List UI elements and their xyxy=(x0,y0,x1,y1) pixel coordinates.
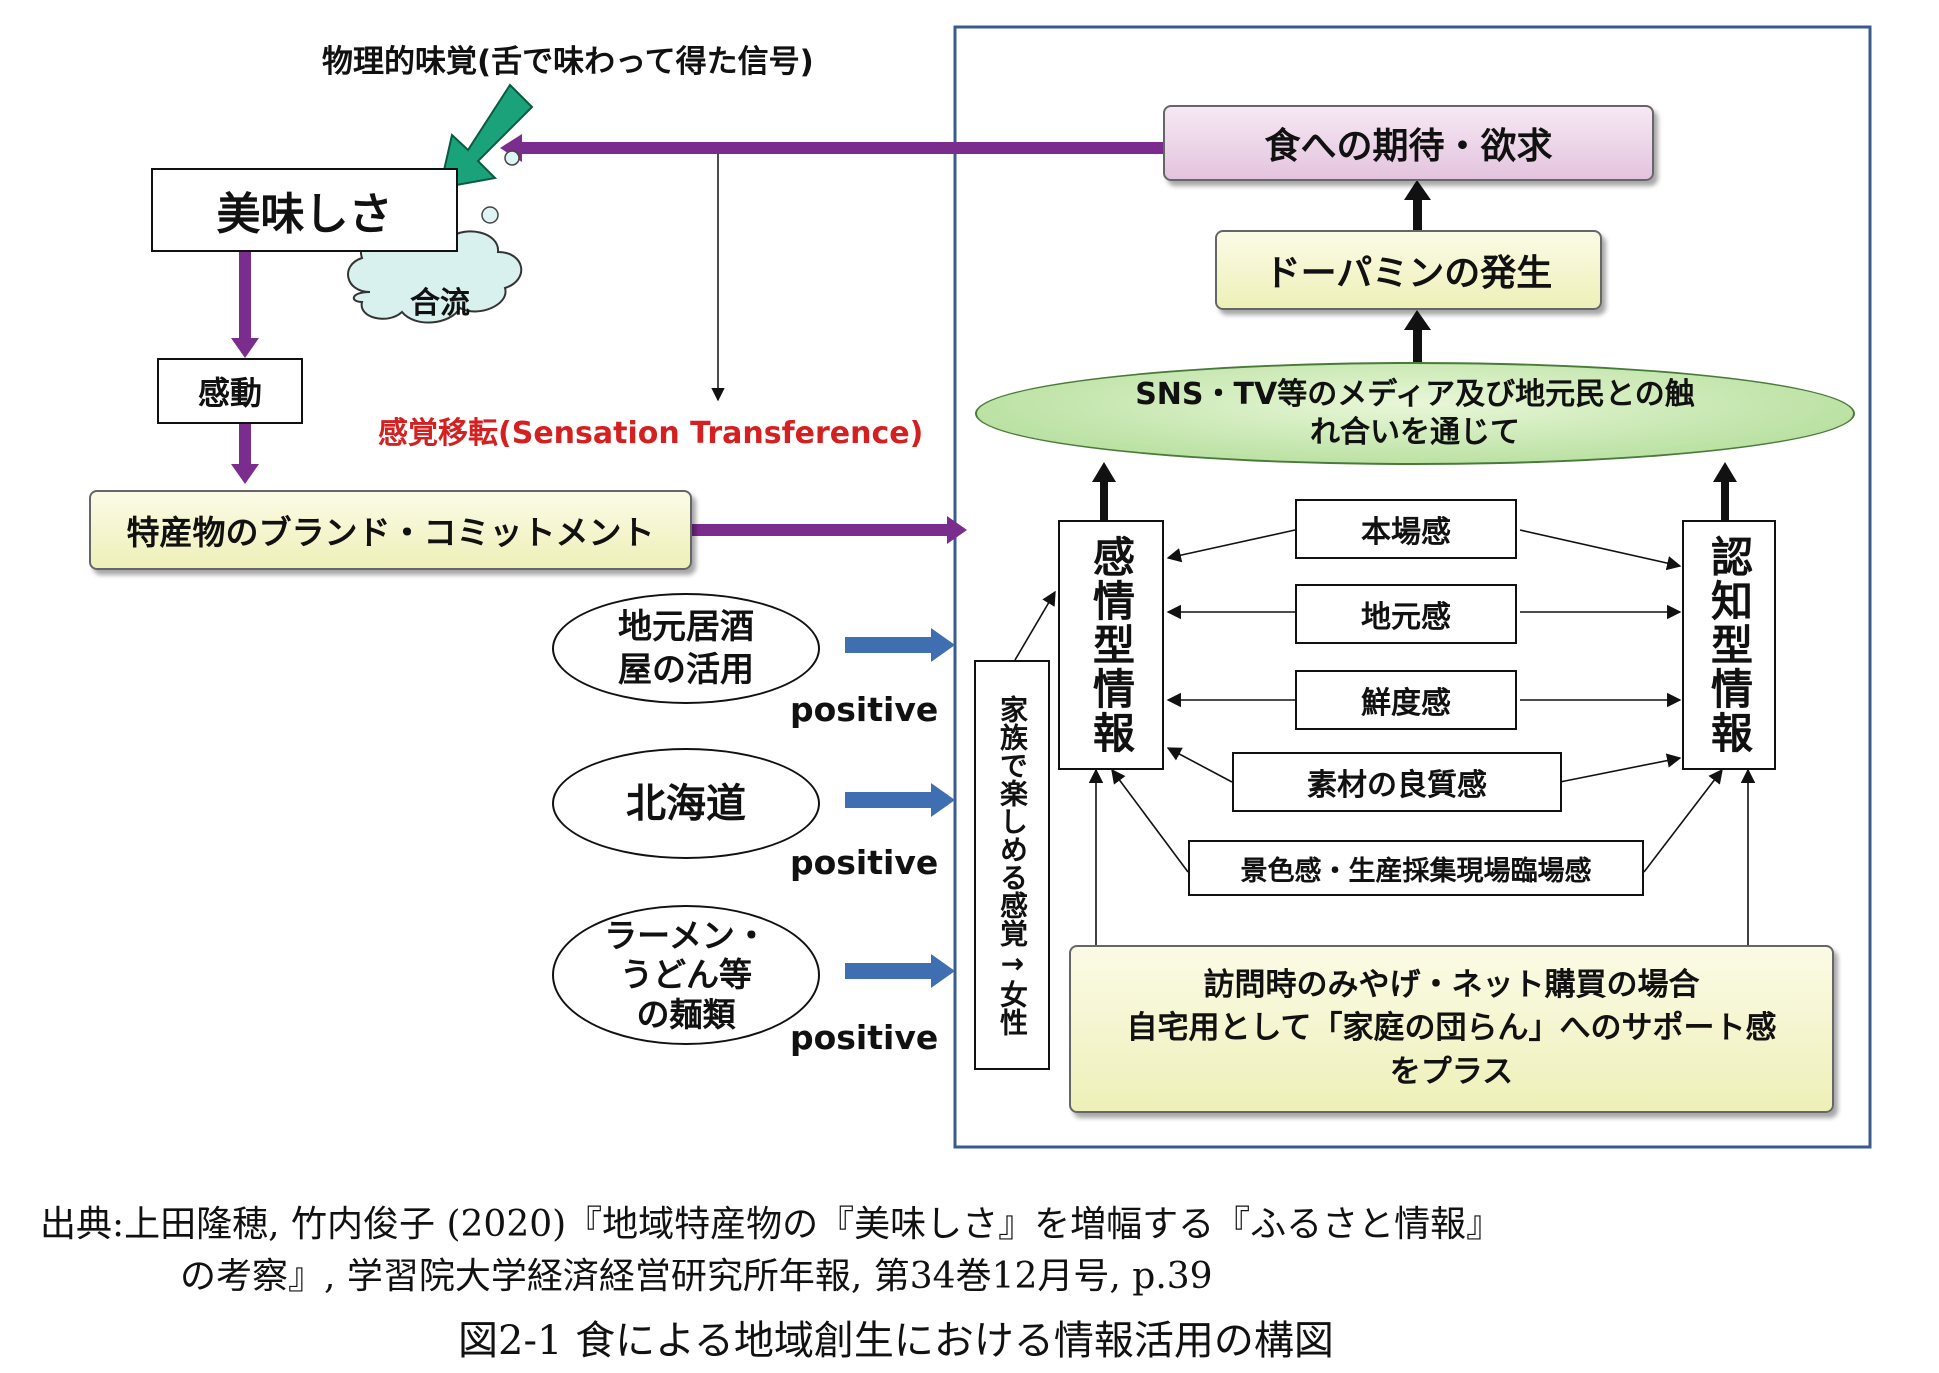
cognitive-info-box: 認知型情報 xyxy=(1682,520,1776,770)
oishisa-box: 美味しさ xyxy=(151,168,458,252)
family-to-emotional xyxy=(1014,590,1056,661)
item-sozai: 素材の良質感 xyxy=(1232,752,1562,812)
sozai-to-cognitive xyxy=(1559,753,1682,783)
purple-arrow-expectation xyxy=(500,134,1170,162)
item-honba: 本場感 xyxy=(1295,499,1517,559)
family-enjoyment-box: 家族で楽しめる感覚→女性 xyxy=(974,660,1050,1070)
keshiki-to-emotional xyxy=(1111,768,1189,873)
kandou-box: 感動 xyxy=(157,358,303,424)
media-line2: れ合いを通じて xyxy=(1310,414,1520,450)
media-line1: SNS・TV等のメディア及び地元民との触 xyxy=(1135,377,1695,412)
purple-arrow-down-1 xyxy=(231,250,259,358)
blue-arrow-1 xyxy=(845,628,955,662)
input-hokkaido-label: 北海道 xyxy=(626,780,746,827)
input-izakaya-line1: 地元居酒 xyxy=(618,607,754,647)
purple-arrow-down-2 xyxy=(231,424,259,484)
up-arrow-emotional xyxy=(1092,462,1116,520)
figure-caption: 図2-1 食による地域創生における情報活用の構図 xyxy=(458,1318,1334,1364)
blue-arrow-2 xyxy=(845,783,955,817)
bubble-small-1 xyxy=(504,150,520,166)
visit-line2: 自宅用として「家庭の団らん」へのサポート感 xyxy=(1126,1010,1777,1047)
input-noodles: ラーメン・ うどん等 の麺類 xyxy=(552,905,820,1045)
purple-arrow-brand xyxy=(653,516,967,544)
brand-commitment-box: 特産物のブランド・コミットメント xyxy=(89,490,692,570)
input-izakaya: 地元居酒 屋の活用 xyxy=(552,593,820,704)
blue-arrow-3 xyxy=(845,954,955,988)
media-ellipse: SNS・TV等のメディア及び地元民との触 れ合いを通じて xyxy=(975,362,1855,465)
dopamine-box: ドーパミンの発生 xyxy=(1215,230,1602,310)
honba-to-emotional xyxy=(1166,529,1296,563)
positive-tag-3: positive xyxy=(790,1018,939,1057)
green-taste-arrow xyxy=(438,83,534,190)
positive-tag-2: positive xyxy=(790,843,939,882)
input-hokkaido: 北海道 xyxy=(552,748,820,859)
visit-purchase-box: 訪問時のみやげ・ネット購買の場合 自宅用として「家庭の団らん」へのサポート感 を… xyxy=(1069,945,1834,1113)
item-keshiki: 景色感・生産採集現場臨場感 xyxy=(1188,840,1644,896)
honba-to-cognitive xyxy=(1519,529,1682,571)
right-frame xyxy=(953,25,1872,1149)
input-izakaya-line2: 屋の活用 xyxy=(618,649,754,690)
input-noodles-line3: の麺類 xyxy=(636,994,736,1034)
keshiki-to-cognitive xyxy=(1643,768,1723,873)
up-arrow-dopamine xyxy=(1404,310,1431,362)
gouryu-label: 合流 xyxy=(410,286,470,321)
emotional-info-box: 感情型情報 xyxy=(1058,520,1164,770)
input-noodles-line2: うどん等 xyxy=(620,955,752,995)
visit-line1: 訪問時のみやげ・ネット購買の場合 xyxy=(1203,966,1700,1003)
item-sendo: 鮮度感 xyxy=(1295,670,1517,730)
item-jimoto: 地元感 xyxy=(1295,584,1517,644)
visit-line3: をプラス xyxy=(1389,1053,1514,1090)
up-arrow-expectation xyxy=(1404,180,1431,230)
physical-taste-label: 物理的味覚(舌で味わって得た信号) xyxy=(322,44,814,80)
expectation-box: 食への期待・欲求 xyxy=(1163,105,1654,181)
source-citation-line1: 出典:上田隆穂, 竹内俊子 (2020)『地域特産物の『美味しさ』を増幅する『ふ… xyxy=(40,1204,1503,1245)
sensation-transference-label: 感覚移転(Sensation Transference) xyxy=(378,416,924,451)
sozai-to-emotional xyxy=(1166,747,1233,783)
source-citation-line2: の考察』, 学習院大学経済経営研究所年報, 第34巻12月号, p.39 xyxy=(180,1256,1213,1297)
up-arrow-cognitive xyxy=(1713,462,1737,520)
positive-tag-1: positive xyxy=(790,690,939,729)
input-noodles-line1: ラーメン・ xyxy=(604,915,768,955)
bubble-small-2 xyxy=(481,206,499,224)
